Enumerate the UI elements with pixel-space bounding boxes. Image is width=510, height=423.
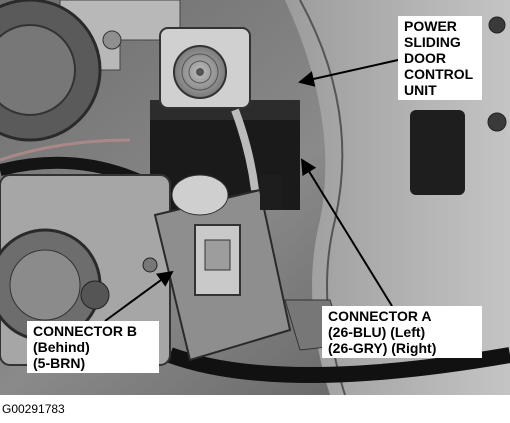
figure-id: G00291783 <box>2 402 65 416</box>
callout-power-sliding-door-control-unit: POWER SLIDING DOOR CONTROL UNIT <box>398 16 482 100</box>
callout-connector-b: CONNECTOR B (Behind) (5-BRN) <box>27 321 159 373</box>
callout-connector-a: CONNECTOR A (26-BLU) (Left) (26-GRY) (Ri… <box>322 306 482 358</box>
